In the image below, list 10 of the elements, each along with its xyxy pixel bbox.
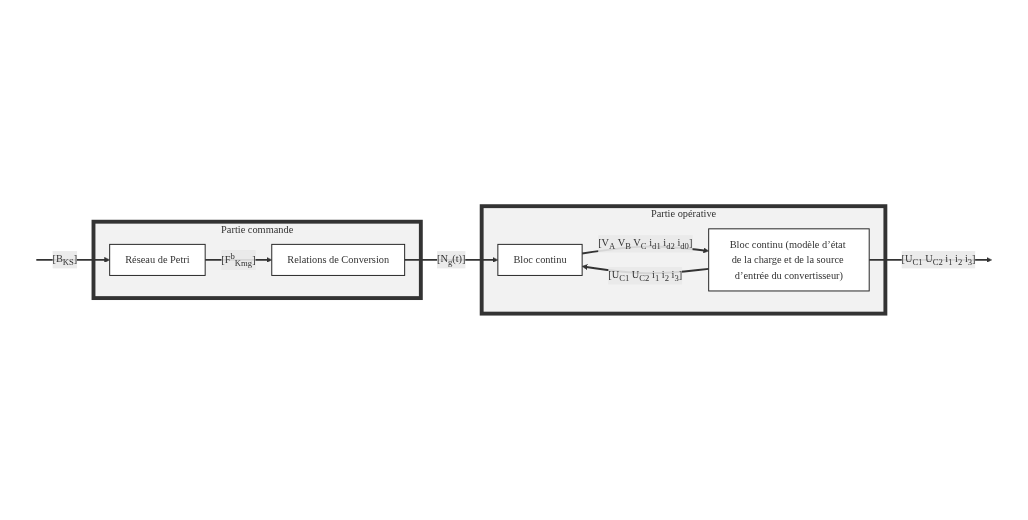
node-box: Bloc continu: [497, 243, 583, 276]
edge-label: [V$_{A}$ V$_{B}$ V$_{C}$ i$_{d1}$ i$_{d2}$ i$_{d0}$]: [598, 237, 693, 251]
node-box: Réseau de Petri: [109, 243, 206, 276]
node-box: Bloc continu (modèle d’état de la charge et de la source d’entrée du convertisseur): [708, 228, 870, 292]
edge-label: [F$^{b}$$_{Kmg}$]: [221, 251, 256, 268]
edge-label: [N$_{g}$(t)]: [437, 253, 466, 267]
edge-label: [U$_{C1}$ U$_{C2}$ i$_{1}$ i$_{2}$ i$_{3}$]: [901, 253, 976, 267]
edge-label: [U$_{C1}$ U$_{C2}$ i$_{1}$ i$_{2}$ i$_{3}$]: [608, 269, 683, 283]
edge-label: [B$_{KS}$]: [52, 253, 78, 267]
node-box: Relations de Conversion: [271, 243, 406, 276]
